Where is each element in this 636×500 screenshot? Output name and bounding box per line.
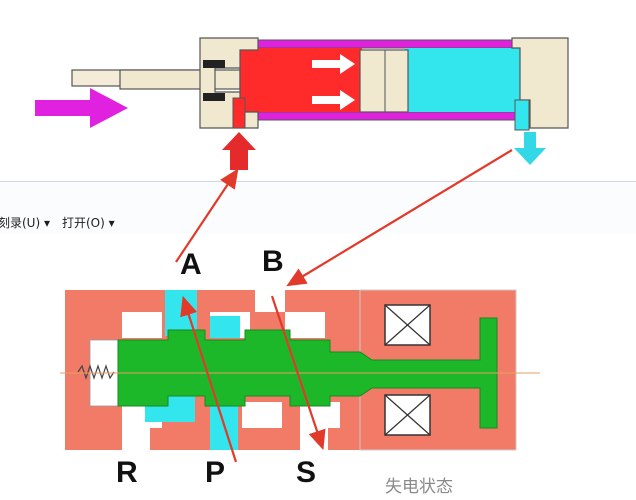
cap-side-chamber <box>405 48 520 112</box>
flow-passage <box>210 316 240 338</box>
flow-arrow-icon <box>312 54 355 74</box>
rear-port <box>514 99 530 131</box>
rear-end-cap <box>511 37 569 129</box>
port-label-a: A <box>180 248 202 281</box>
file-toolbar: 刻录(U) ▾ 打开(O) ▾ <box>0 181 636 234</box>
port-s-opening <box>300 428 328 450</box>
port-label-s: S <box>296 456 317 489</box>
valve-cavity <box>122 312 162 338</box>
arrow-b-to-s <box>270 295 326 451</box>
exhaust-arrow-down-icon <box>514 132 546 165</box>
chevron-down-icon: ▾ <box>43 216 51 230</box>
solenoid-valve <box>60 289 540 451</box>
port-label-b: B <box>262 245 284 278</box>
open-menu-label: 打开(O) <box>62 216 105 230</box>
connector-arrows <box>175 149 513 463</box>
valve-cavity <box>242 402 282 428</box>
piston <box>359 49 409 113</box>
input-force-arrow <box>35 88 128 128</box>
spring-icon <box>77 364 115 380</box>
rod-seal <box>203 93 225 101</box>
port-label-p: P <box>205 456 226 489</box>
state-caption: 失电状态 <box>385 477 453 497</box>
flow-arrow-icon <box>312 90 355 110</box>
rod-seal <box>203 60 225 68</box>
port-b-opening <box>255 290 285 312</box>
arrow-rear-port-to-b <box>286 149 513 287</box>
tube-wall-bottom <box>244 111 526 121</box>
burn-menu[interactable]: 刻录(U) ▾ <box>0 214 50 231</box>
supply-arrow-up-icon <box>222 132 256 170</box>
port-r-opening <box>122 428 150 450</box>
tube-wall-top <box>244 39 526 49</box>
pneumatic-cylinder <box>35 37 569 170</box>
arrow-a-to-front-port <box>175 168 239 263</box>
burn-menu-label: 刻录(U) <box>0 216 41 230</box>
arrow-p-to-a <box>180 295 238 463</box>
chevron-down-icon: ▾ <box>108 216 115 230</box>
piston-rod <box>119 69 241 90</box>
port-label-r: R <box>116 456 138 489</box>
front-port <box>232 97 246 129</box>
open-menu[interactable]: 打开(O) ▾ <box>62 214 115 231</box>
valve-cavity <box>285 312 325 338</box>
